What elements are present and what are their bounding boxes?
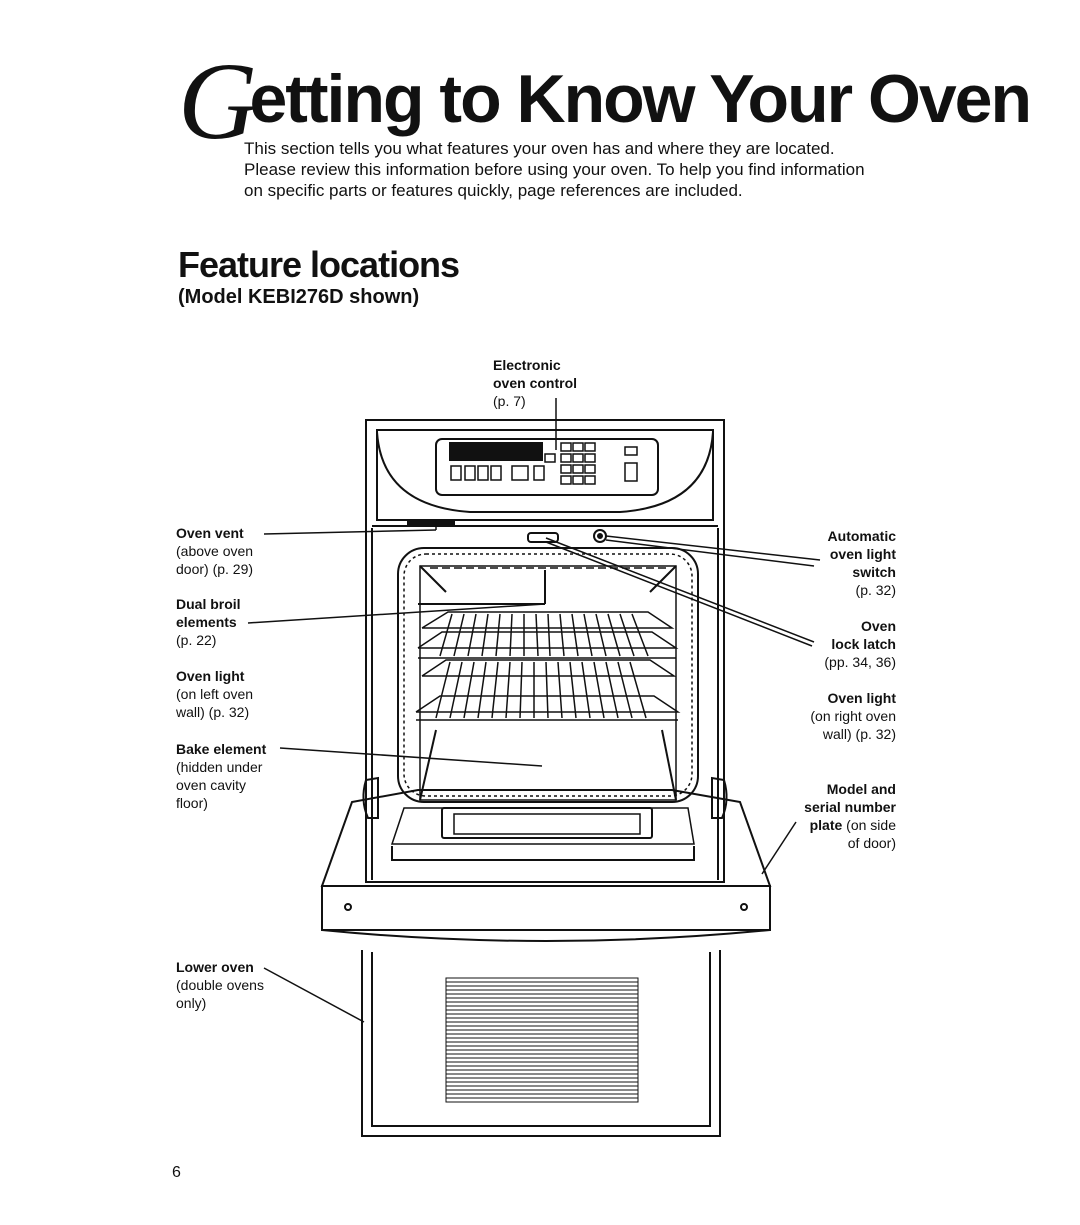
label-title: lock latch	[831, 636, 896, 652]
intro-paragraph: This section tells you what features you…	[244, 138, 904, 201]
label-desc: only)	[176, 995, 207, 1011]
label-title: oven light	[829, 546, 896, 562]
label-title: Bake element	[176, 741, 267, 757]
label-desc: floor)	[176, 795, 208, 811]
label-desc: (on right oven	[810, 708, 896, 724]
label-model-serial-plate: Model and serial number plate (on side o…	[804, 780, 896, 852]
label-title: Dual broil	[176, 596, 241, 612]
intro-line: This section tells you what features you…	[244, 139, 835, 158]
label-ref: (p. 22)	[176, 632, 217, 648]
label-oven-lock-latch: Oven lock latch (pp. 34, 36)	[824, 617, 896, 671]
title-drop-cap: G	[178, 40, 257, 162]
label-ref: (p. 32)	[855, 582, 896, 598]
page-number: 6	[172, 1164, 181, 1181]
label-title: Oven light	[176, 668, 245, 684]
label-title: Oven light	[827, 690, 896, 706]
label-title: oven control	[493, 375, 578, 391]
title-text: etting to Know Your Oven	[249, 61, 1032, 137]
section-subtitle: (Model KEBI276D shown)	[178, 286, 420, 308]
label-title: Electronic	[493, 357, 561, 373]
lower-oven	[361, 950, 721, 1137]
label-desc: (above oven	[176, 543, 254, 559]
label-title: elements	[176, 614, 237, 630]
label-oven-light-right: Oven light (on right oven wall) (p. 32)	[810, 689, 896, 743]
label-title: Model and	[826, 781, 896, 797]
label-ref: (pp. 34, 36)	[824, 654, 896, 670]
label-lower-oven: Lower oven (double ovens only)	[176, 958, 264, 1012]
door-hinges	[362, 776, 728, 819]
label-title: Lower oven	[176, 959, 254, 975]
label-bake-element: Bake element (hidden under oven cavity f…	[176, 740, 266, 812]
label-desc: of door)	[847, 835, 896, 851]
label-title: Oven	[860, 618, 896, 634]
oven-cavity	[397, 547, 699, 803]
label-title: serial number	[804, 799, 896, 815]
oven-rack-lower	[415, 659, 681, 721]
label-automatic-oven-light-switch: Automatic oven light switch (p. 32)	[828, 527, 896, 599]
intro-line: on specific parts or features quickly, p…	[244, 181, 743, 200]
page-title: Getting to Know Your Oven	[178, 30, 1032, 156]
label-desc: wall) (p. 32)	[822, 726, 896, 742]
oven-rack-upper	[417, 611, 679, 659]
light-switch	[593, 529, 607, 543]
label-title: plate	[809, 817, 843, 833]
label-desc: (double ovens	[176, 977, 264, 993]
label-title: switch	[852, 564, 896, 580]
lower-oven-vent-grille	[445, 977, 639, 1103]
control-display	[449, 442, 543, 461]
label-desc: wall) (p. 32)	[176, 704, 250, 720]
intro-line: Please review this information before us…	[244, 160, 865, 179]
label-desc: (hidden under	[176, 759, 263, 775]
oven-vent	[372, 519, 718, 527]
label-oven-vent: Oven vent (above oven door) (p. 29)	[176, 524, 253, 578]
label-line: plate (on side	[804, 816, 896, 834]
leader-lines	[247, 398, 821, 1023]
label-desc: (on side	[842, 817, 896, 833]
label-desc: door) (p. 29)	[176, 561, 254, 577]
label-oven-light-left: Oven light (on left oven wall) (p. 32)	[176, 667, 253, 721]
oven-lock-latch	[527, 532, 559, 543]
oven-cabinet	[365, 419, 725, 883]
section-title: Feature locations	[178, 244, 460, 285]
oven-door	[320, 789, 772, 942]
label-dual-broil-elements: Dual broil elements (p. 22)	[176, 595, 241, 649]
label-ref: (p. 7)	[493, 393, 526, 409]
label-title: Oven vent	[176, 525, 244, 541]
control-keypad	[450, 442, 638, 485]
label-desc: (on left oven	[176, 686, 254, 702]
label-electronic-oven-control: Electronic oven control (p. 7)	[493, 356, 577, 410]
label-desc: oven cavity	[176, 777, 247, 793]
control-panel	[376, 429, 714, 521]
label-title: Automatic	[827, 528, 896, 544]
